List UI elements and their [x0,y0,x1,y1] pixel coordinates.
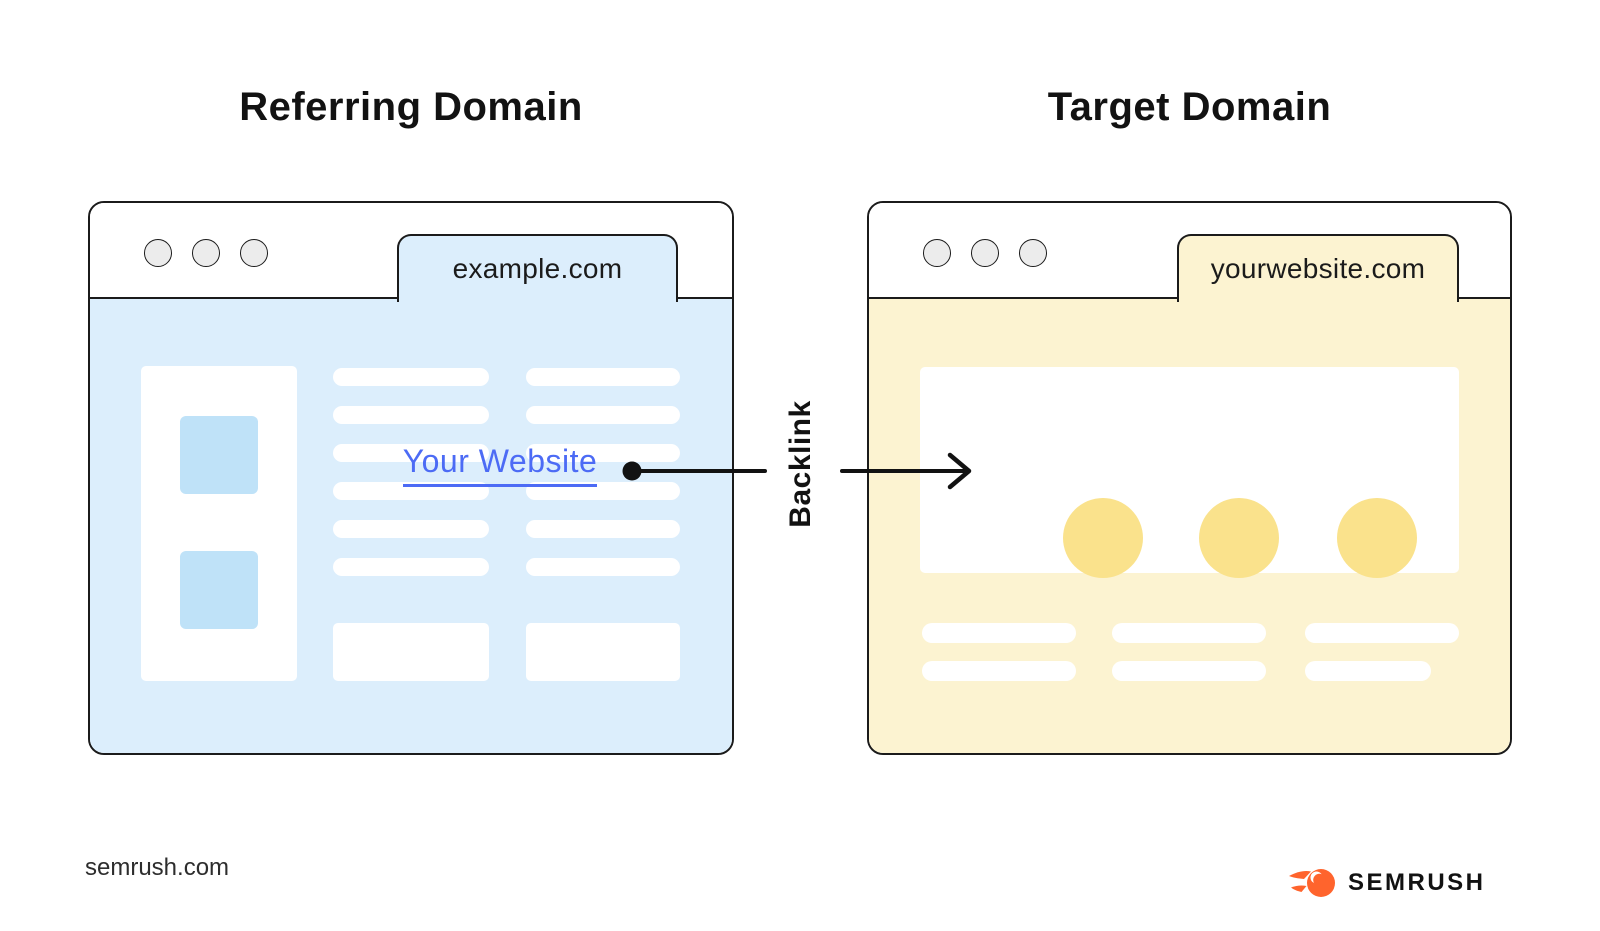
text-line-placeholder [1112,623,1266,643]
text-line-placeholder [1112,661,1266,681]
text-line-placeholder [526,406,680,424]
content-block-placeholder [526,623,680,681]
tab-yourwebsite-com: yourwebsite.com [1177,234,1459,302]
text-line-placeholder [333,520,489,538]
semrush-logo: SEMRUSH [1288,866,1486,900]
text-line-placeholder [1305,623,1459,643]
window-control-dot-icon [971,239,999,267]
window-control-dot-icon [192,239,220,267]
text-line-placeholder [1305,661,1431,681]
image-placeholder [180,416,258,494]
window-control-dot-icon [240,239,268,267]
target-domain-title: Target Domain [1047,85,1332,129]
backlink-label: Backlink [784,400,817,528]
text-line-placeholder [333,558,489,576]
text-line-placeholder [333,444,489,462]
feature-circle-placeholder [1199,498,1279,578]
text-line-placeholder [333,406,489,424]
window-control-dot-icon [144,239,172,267]
text-line-placeholder [922,661,1076,681]
target-browser-window: yourwebsite.com [867,201,1512,755]
tab-label: yourwebsite.com [1210,253,1426,284]
referring-page-content: Your Website [90,299,732,753]
text-line-placeholder [526,558,680,576]
tab-label: example.com [452,253,623,284]
your-website-link[interactable]: Your Website [402,443,598,487]
text-line-placeholder [333,368,489,386]
feature-circle-placeholder [1337,498,1417,578]
semrush-flame-icon [1289,869,1335,897]
brand-name: SEMRUSH [1348,869,1486,896]
sidebar-placeholder [141,366,297,681]
hero-section-placeholder [920,367,1459,578]
window-control-dot-icon [923,239,951,267]
content-block-placeholder [333,623,489,681]
text-line-placeholder [526,520,680,538]
feature-circle-placeholder [1063,498,1143,578]
image-placeholder [180,551,258,629]
text-line-placeholder [526,368,680,386]
referring-domain-title: Referring Domain [239,85,583,129]
window-control-dot-icon [1019,239,1047,267]
source-caption: semrush.com [85,854,230,881]
tab-example-com: example.com [397,234,678,302]
referring-browser-window: example.com You [88,201,734,755]
text-line-placeholder [922,623,1076,643]
text-line-placeholder [526,444,680,462]
anchor-link-wrap: Your Website [330,443,670,487]
target-page-content [869,299,1510,753]
